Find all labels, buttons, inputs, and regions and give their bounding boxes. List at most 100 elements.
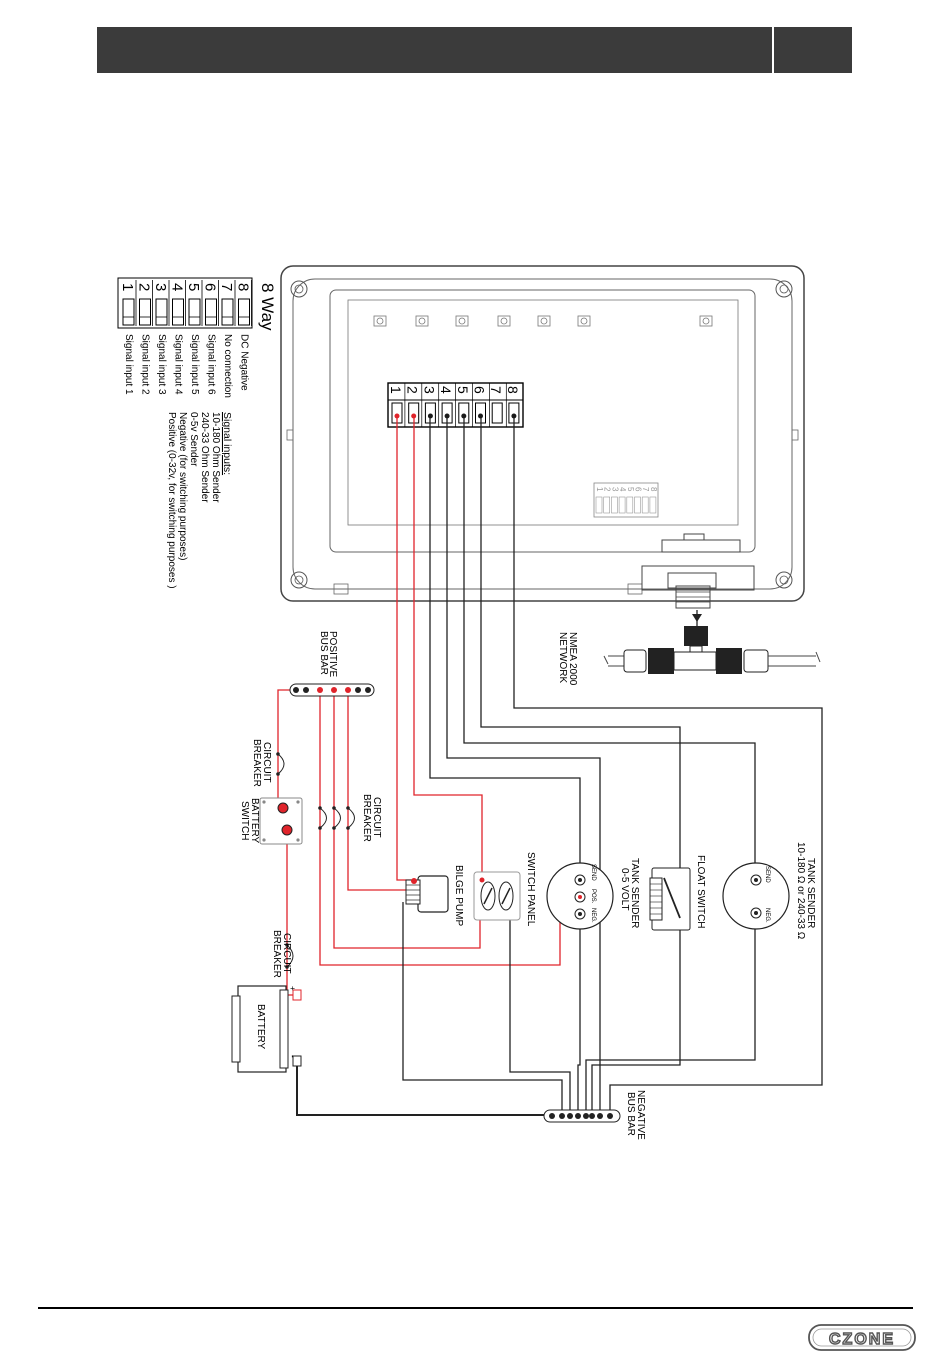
positive-bus-bar: POSITIVE BUS BAR [289, 631, 375, 697]
negative-bus-label-2: BUS BAR [625, 1092, 636, 1136]
legend-pin-label: Signal input 6 [206, 334, 217, 395]
tank-ohm-neg-label: NEG. [764, 908, 770, 923]
legend-pin-label: Signal input 2 [140, 334, 151, 395]
float-switch: FLOAT SWITCH [649, 855, 706, 931]
negative-bus-label-1: NEGATIVE [635, 1090, 646, 1140]
legend-pin-number: 3 [152, 283, 169, 291]
nmea-label-1: NMEA 2000 [567, 632, 578, 686]
legend-pin-slot [205, 298, 217, 326]
legend-pin-label: Signal input 3 [156, 334, 167, 395]
module-pin-dot [511, 413, 517, 419]
circuit-breaker-mid: CIRCUIT BREAKER [318, 794, 382, 842]
dip-number: 3 [610, 487, 619, 492]
legend-pin-slot [139, 298, 151, 326]
breaker-low-label-2: BREAKER [271, 930, 282, 978]
legend-pin-slot [122, 298, 135, 326]
battery-switch-label-2: SWITCH [239, 801, 250, 840]
breaker-left-label-1: CIRCUIT [261, 742, 272, 783]
switch-panel: SWITCH PANEL [473, 852, 536, 927]
czone-logo-text: CZONE [829, 1331, 895, 1348]
tank-ohm-label-2: 10-180 Ω or 240-33 Ω [795, 842, 806, 940]
battery-switch-label-1: BATTERY [249, 798, 260, 844]
module-pin-dot [411, 413, 417, 419]
tank-ohm-label-1: TANK SENDER [805, 858, 816, 928]
float-switch-label: FLOAT SWITCH [695, 855, 706, 929]
module-pin-number: 2 [405, 386, 421, 394]
dip-number: 8 [649, 487, 658, 492]
tank-volt-pos-label: POS. [590, 889, 596, 904]
dip-number: 6 [634, 487, 643, 492]
tank-sender-ohm: SEND NEG. TANK SENDER 10-180 Ω or 240-33… [722, 842, 816, 940]
tank-sender-volt: SEND POS. NEG. TANK SENDER 0-5 VOLT [546, 858, 640, 930]
legend-pin-slot [221, 298, 234, 326]
signal-input-line: Negative (for switching purposes) [177, 412, 188, 560]
tank-ohm-send-label: SEND [764, 866, 770, 883]
circuit-breaker-low: CIRCUIT BREAKER [271, 930, 294, 978]
module-pin-number: 8 [505, 386, 521, 394]
breaker-mid-label-1: CIRCUIT [371, 797, 382, 838]
module-pin-dot [478, 413, 483, 419]
battery-minus-label: - [288, 1055, 297, 1058]
legend-pin-number: 7 [218, 283, 235, 291]
dip-number: 2 [603, 487, 612, 492]
header-divider [772, 27, 774, 73]
tank-volt-label-2: 0-5 VOLT [619, 868, 630, 911]
module-pin-dot [394, 413, 400, 419]
terminal-block-outline [117, 277, 253, 329]
module-pin-number: 3 [421, 386, 437, 394]
breaker-mid-label-2: BREAKER [361, 794, 372, 842]
positive-bus-label-2: BUS BAR [318, 631, 329, 675]
signal-input-line: 240-33 Ohm Sender [199, 412, 210, 503]
nmea-label-2: NETWORK [557, 632, 568, 683]
legend-pin-slot [238, 298, 250, 326]
module-pin-number: 7 [488, 386, 504, 394]
dip-number: 7 [641, 487, 650, 492]
tank-volt-label-1: TANK SENDER [629, 858, 640, 928]
terminal-block-title: 8 Way [258, 283, 277, 331]
legend-pin-label: DC Negative [239, 334, 250, 391]
signal-input-line: Positive (0-32v, for switching purposes … [166, 412, 177, 589]
module-pin-number: 4 [438, 386, 454, 394]
legend-pin-number: 8 [235, 283, 252, 291]
nmea-network: NMEA 2000 NETWORK [557, 614, 821, 686]
legend-pin-label: Signal input 1 [123, 334, 134, 395]
bilge-pump: BILGE PUMP [405, 865, 464, 926]
module-pin-dot [444, 413, 450, 419]
legend-pin-number: 5 [185, 283, 202, 291]
module-pin-dot [427, 413, 433, 419]
tank-volt-send-label: SEND [590, 864, 596, 881]
czone-logo: CZONE [808, 1324, 916, 1351]
module-pin-number: 1 [388, 386, 404, 394]
legend-pin-label: No connection [222, 334, 233, 398]
bilge-pump-label: BILGE PUMP [453, 865, 464, 926]
module-pin-number: 6 [472, 386, 488, 394]
tank-volt-neg-label: NEG. [590, 908, 596, 923]
legend-pin-slot [188, 298, 201, 326]
breaker-low-label-1: CIRCUIT [281, 933, 292, 974]
legend-pin-slot [155, 298, 168, 326]
signal-inputs-heading: Signal inputs: [221, 412, 233, 475]
header-bar [97, 27, 852, 73]
module-pin-dot [461, 413, 467, 419]
legend-pin-number: 2 [136, 283, 153, 291]
battery-plus-label: + [288, 986, 297, 991]
legend-pin-number: 1 [119, 283, 136, 291]
circuit-breaker-left: CIRCUIT BREAKER [251, 739, 285, 787]
wires [277, 418, 823, 1116]
negative-bus-bar: NEGATIVE BUS BAR [543, 1090, 646, 1140]
positive-bus-label-1: POSITIVE [327, 631, 338, 677]
battery: BATTERY + - [231, 985, 302, 1073]
battery-switch: BATTERY SWITCH [239, 797, 303, 845]
module-pin-number: 5 [455, 386, 471, 394]
dip-switch-block [593, 482, 659, 518]
legend-pin-label: Signal input 4 [173, 334, 184, 395]
breaker-left-label-2: BREAKER [251, 739, 262, 787]
battery-label: BATTERY [255, 1004, 266, 1050]
signal-input-line: 10-180 Ohm Sender [210, 412, 221, 503]
dip-number: 4 [618, 487, 627, 492]
dip-number: 1 [595, 487, 604, 492]
